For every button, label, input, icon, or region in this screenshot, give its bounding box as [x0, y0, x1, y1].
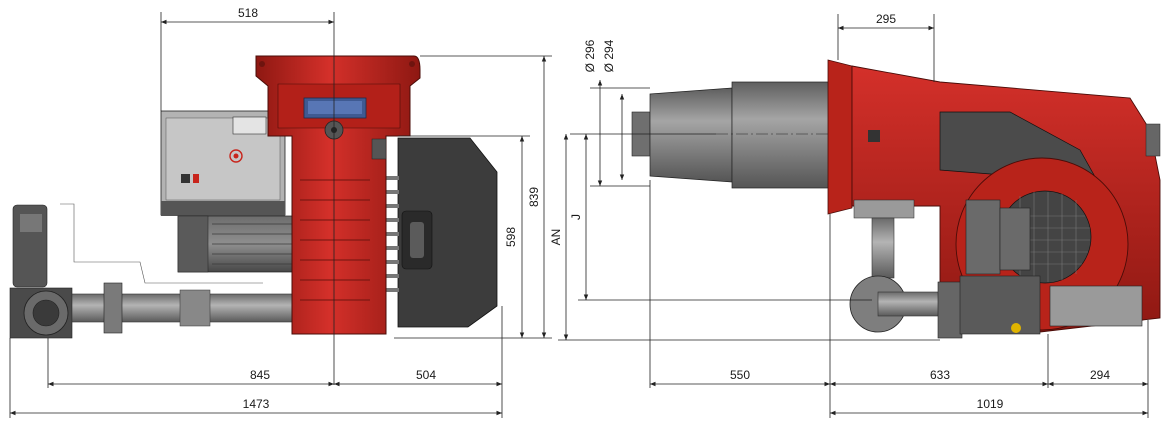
dim-label-j: J — [569, 214, 583, 220]
dim-height-inner: 598 — [504, 227, 518, 247]
dim-tube-length: 550 — [730, 368, 750, 382]
fan-housing — [385, 137, 498, 328]
dim-overall-width: 1473 — [243, 397, 270, 411]
front-dimension-labels: 518 598 839 845 504 1473 — [238, 6, 541, 411]
dim-overall-length: 1019 — [977, 397, 1004, 411]
dim-top-offset: 295 — [876, 12, 896, 26]
side-gas-train — [849, 199, 1143, 339]
control-panel — [160, 110, 286, 216]
side-view: 295 Ø 296 Ø 294 J AN 550 633 294 1019 — [549, 12, 1161, 418]
dim-left-to-axis: 845 — [250, 368, 270, 382]
dim-diameter-outer: Ø 296 — [583, 39, 597, 72]
front-view: 518 598 839 845 504 1473 — [9, 6, 552, 418]
side-dimension-labels: 295 Ø 296 Ø 294 J AN 550 633 294 1019 — [549, 12, 1110, 411]
dim-label-an: AN — [549, 229, 563, 246]
dim-rear-length: 294 — [1090, 368, 1110, 382]
dim-body-length: 633 — [930, 368, 950, 382]
front-dimension-lines — [9, 12, 552, 418]
side-dimension-lines — [558, 14, 1149, 418]
dim-height-outer: 839 — [527, 187, 541, 207]
dim-top-width: 518 — [238, 6, 258, 20]
front-motor — [177, 215, 297, 273]
dim-diameter-inner: Ø 294 — [602, 39, 616, 72]
front-gas-train — [9, 203, 293, 339]
dim-axis-to-right: 504 — [416, 368, 436, 382]
blast-tube — [631, 81, 831, 189]
